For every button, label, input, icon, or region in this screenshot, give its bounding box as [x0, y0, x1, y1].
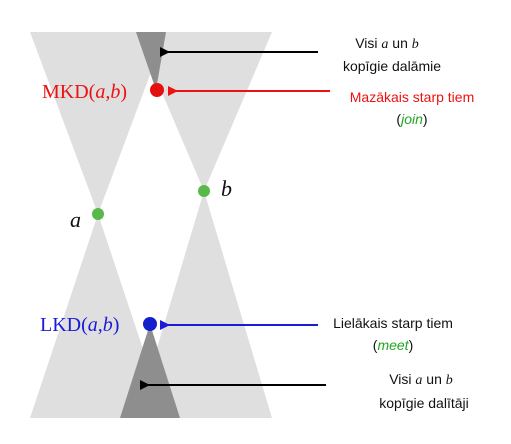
label-meet: LKD(a,b)	[40, 314, 119, 336]
annotation-common-divisors-line1: Visi a un b	[389, 371, 453, 388]
annotation-meet-line1: Lielākais starp tiem	[333, 315, 453, 331]
point-b	[198, 185, 210, 197]
common-multiples-region	[136, 32, 166, 90]
annotation-common-multiples-line1: Visi a un b	[355, 35, 419, 52]
cone-up-a	[30, 32, 166, 214]
annotation-common-multiples-line2: kopīgie dalāmie	[343, 58, 441, 74]
label-b: b	[221, 176, 232, 201]
point-join	[150, 83, 164, 97]
label-a: a	[70, 207, 81, 232]
point-meet	[143, 317, 157, 331]
annotation-common-divisors-line2: kopīgie dalītāji	[379, 395, 469, 411]
point-a	[92, 208, 104, 220]
annotation-join-line1: Mazākais starp tiem	[350, 89, 474, 105]
annotation-meet-line2: (meet)	[373, 337, 413, 353]
common-divisors-region	[120, 324, 180, 418]
cone-down-b	[136, 191, 272, 418]
cone-up-b	[136, 32, 272, 191]
label-join: MKD(a,b)	[42, 81, 127, 103]
annotation-join-line2: (join)	[396, 111, 427, 127]
cone-down-a	[30, 214, 166, 418]
